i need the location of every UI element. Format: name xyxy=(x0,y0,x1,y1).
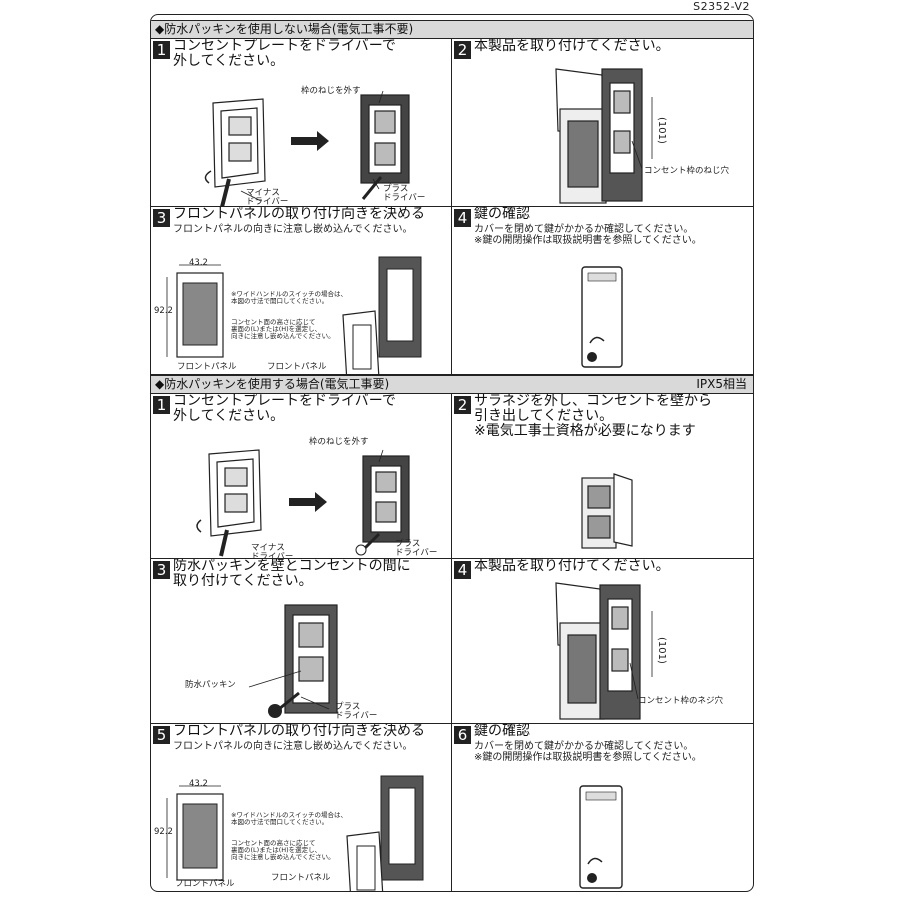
screw-hole-label: コンセント枠のねじ穴 xyxy=(644,166,730,176)
note-wide-handle: ※ワイドハンドルのスイッチの場合は、 本図の寸法で開口してください。 xyxy=(231,811,347,826)
right-arrow xyxy=(289,492,327,512)
front-panel-label-2: フロントパネル xyxy=(267,362,327,372)
front-panel-label-2: フロントパネル xyxy=(271,873,331,883)
step-title: フロントパネルの取り付け向きを決める xyxy=(173,207,425,222)
packing-label: 防水パッキン xyxy=(185,680,236,690)
closed-cover xyxy=(581,266,623,368)
instruction-sheet: ◆防水パッキンを使用しない場合(電気工事不要) 1 コンセントプレートをドライバ… xyxy=(150,14,754,892)
note-panel-orientation: コンセント面の高さに応じて 裏面の(L)または(H)を選定し、 向きに注意し嵌め… xyxy=(231,839,335,861)
front-panel-illustration xyxy=(166,775,424,891)
dimension-label: (101) xyxy=(656,117,667,144)
minus-driver-label: マイナス ドライバー xyxy=(246,188,289,207)
step-title: 鍵の確認 xyxy=(474,724,530,739)
s2-step4: 4 本製品を取り付けてください。 (101) コンセント枠のネジ穴 xyxy=(452,559,753,724)
key-icon xyxy=(587,352,597,362)
screw-label: 枠のねじを外す xyxy=(301,86,361,96)
step-number: 6 xyxy=(454,726,471,744)
step-title: コンセントプレートをドライバーで 外してください。 xyxy=(173,394,396,424)
document-code: S2352-V2 xyxy=(693,0,750,13)
s1-step4: 4 鍵の確認 カバーを閉めて鍵がかかるか確認してください。 ※鍵の開閉操作は取扱… xyxy=(452,207,753,375)
s1-step2: 2 本製品を取り付けてください。 (101) コンセント枠のねじ穴 xyxy=(452,39,753,207)
plate-removal-illustration xyxy=(204,90,410,206)
width-dim-label: 43.2 xyxy=(189,779,208,789)
outlet-plate-drawing xyxy=(212,98,266,188)
s1-step3: 3 フロントパネルの取り付け向きを決める フロントパネルの向きに注意し嵌め込んで… xyxy=(151,207,452,375)
key-check-illustration xyxy=(581,266,623,368)
step-title: 鍵の確認 xyxy=(474,207,530,222)
step-number: 4 xyxy=(454,209,471,227)
screw-hole-label: コンセント枠のネジ穴 xyxy=(638,696,724,706)
s1-step1: 1 コンセントプレートをドライバーで 外してください。 枠のねじを xyxy=(151,39,452,207)
width-dim-label: 43.2 xyxy=(189,258,208,268)
screw-label: 枠のねじを外す xyxy=(309,437,369,447)
step-number: 5 xyxy=(153,726,170,744)
section2-title: ◆防水パッキンを使用する場合(電気工事要) xyxy=(155,377,390,391)
plate-removal-illustration xyxy=(196,449,410,557)
cover-install-illustration xyxy=(555,68,653,204)
key-check-illustration xyxy=(579,785,623,889)
s2-step1: 1 コンセントプレートをドライバーで 外してください。 枠のねじを外す xyxy=(151,394,452,559)
s2-step6: 6 鍵の確認 カバーを閉めて鍵がかかるか確認してください。 ※鍵の開閉操作は取扱… xyxy=(452,724,753,891)
pull-outlet-illustration xyxy=(581,473,633,549)
step-subtitle: カバーを閉めて鍵がかかるか確認してください。 ※鍵の開閉操作は取扱説明書を参照し… xyxy=(474,741,702,763)
s2-step2: 2 サラネジを外し、コンセントを壁から 引き出してください。 ※電気工事士資格が… xyxy=(452,394,753,559)
packing-install-illustration xyxy=(248,604,338,718)
minus-driver-label: マイナス ドライバー xyxy=(251,543,294,559)
rotate-arrow xyxy=(204,170,212,184)
step-title: フロントパネルの取り付け向きを決める xyxy=(173,724,425,739)
step-subtitle: フロントパネルの向きに注意し嵌め込んでください。 xyxy=(173,741,413,752)
front-panel-label-1: フロントパネル xyxy=(175,879,235,889)
step-number: 4 xyxy=(454,561,471,579)
plus-driver-label: プラス ドライバー xyxy=(383,184,426,203)
ipx-rating: IPX5相当 xyxy=(696,377,747,391)
note-wide-handle: ※ワイドハンドルのスイッチの場合は、 本図の寸法で開口してください。 xyxy=(231,290,347,305)
section1-title: ◆防水パッキンを使用しない場合(電気工事不要) xyxy=(155,22,414,36)
front-panel-illustration xyxy=(166,256,422,374)
key-icon xyxy=(587,873,597,883)
step-number: 2 xyxy=(454,41,471,59)
step-title: 防水パッキンを壁とコンセントの間に 取り付けてください。 xyxy=(173,559,411,589)
s2-step3: 3 防水パッキンを壁とコンセントの間に 取り付けてください。 防水パッキン プラ… xyxy=(151,559,452,724)
s2-step5: 5 フロントパネルの取り付け向きを決める フロントパネルの向きに注意し嵌め込んで… xyxy=(151,724,452,891)
right-arrow xyxy=(291,131,329,151)
plus-driver-label: プラス ドライバー xyxy=(395,539,438,558)
step-number: 3 xyxy=(153,209,170,227)
section1-header: ◆防水パッキンを使用しない場合(電気工事不要) xyxy=(151,20,753,39)
step-subtitle: フロントパネルの向きに注意し嵌め込んでください。 xyxy=(173,224,413,235)
height-dim-label: 92.2 xyxy=(154,827,173,837)
step-title: コンセントプレートをドライバーで 外してください。 xyxy=(173,39,396,69)
dimension-label: (101) xyxy=(656,637,667,664)
rotate-arrow xyxy=(589,336,605,344)
step-number: 3 xyxy=(153,561,170,579)
step-title: 本製品を取り付けてください。 xyxy=(474,559,670,574)
plus-driver xyxy=(361,176,383,200)
note-panel-orientation: コンセント面の高さに応じて 裏面の(L)または(H)を選定し、 向きに注意し嵌め… xyxy=(231,318,335,340)
step-title: サラネジを外し、コンセントを壁から 引き出してください。 ※電気工事士資格が必要… xyxy=(474,394,712,439)
section2-header: ◆防水パッキンを使用する場合(電気工事要) IPX5相当 xyxy=(151,375,753,394)
step-number: 2 xyxy=(454,396,471,414)
height-dim-label: 92.2 xyxy=(154,306,173,316)
step-number: 1 xyxy=(153,41,170,59)
front-panel-label-1: フロントパネル xyxy=(177,362,237,372)
step-subtitle: カバーを閉めて鍵がかかるか確認してください。 ※鍵の開閉操作は取扱説明書を参照し… xyxy=(474,224,702,246)
plus-driver xyxy=(278,691,300,711)
step-number: 1 xyxy=(153,396,170,414)
cover-install-illustration xyxy=(555,582,653,720)
minus-driver xyxy=(220,178,231,206)
plus-driver-label: プラス ドライバー xyxy=(335,702,378,721)
outlet-frame-drawing xyxy=(360,94,410,184)
step-title: 本製品を取り付けてください。 xyxy=(474,39,670,54)
